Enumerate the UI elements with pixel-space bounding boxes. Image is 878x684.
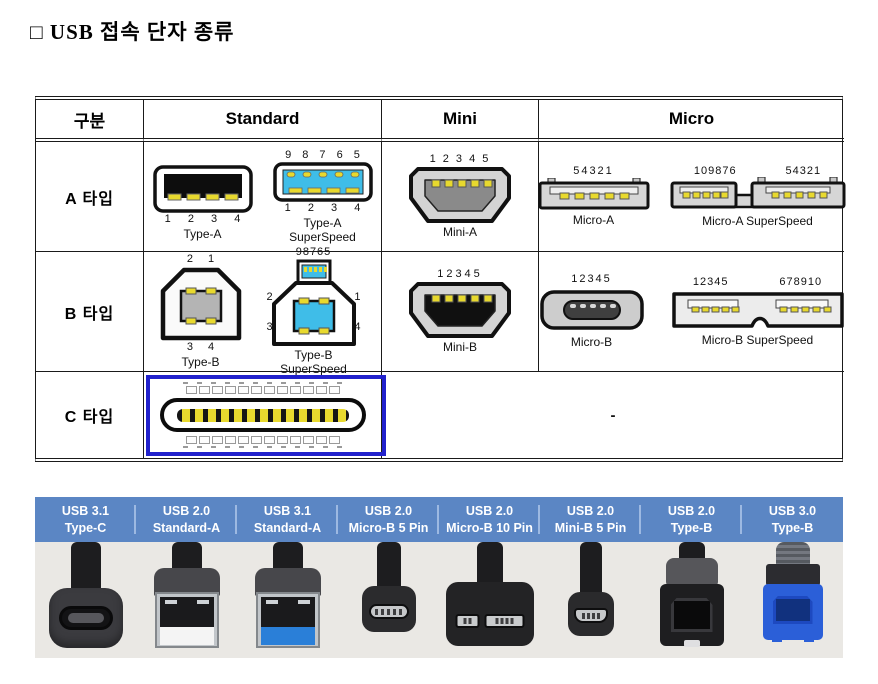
mini-a-drawing xyxy=(409,167,511,224)
banner-item-micro-b-5pin: USB 2.0 Micro-B 5 Pin xyxy=(338,497,439,542)
cell-a-mini: 1 2 3 4 5 Mini-A xyxy=(382,142,539,252)
type-a-drawing xyxy=(152,165,253,213)
cell-c-standard xyxy=(144,372,386,458)
photo-type-b-20 xyxy=(641,542,742,658)
micro-a-superspeed-drawing xyxy=(670,176,845,209)
photo-standard-a-20 xyxy=(136,542,237,658)
micro-b-diagram: 12345 Micro-B xyxy=(536,273,648,350)
type-b-ss-pin-3: 3 xyxy=(266,321,273,334)
type-a-superspeed-drawing xyxy=(272,161,373,202)
table-header-mini: Mini xyxy=(382,100,539,142)
type-b-ss-pin-1: 1 xyxy=(354,291,361,304)
micro-a-ss-pin-numbers: 109876 54321 xyxy=(693,164,822,177)
cell-b-mini: 12345 Mini-B xyxy=(382,252,539,372)
cell-b-micro: 12345 Micro-B 12345 678910 xyxy=(539,252,844,372)
micro-a-caption: Micro-A xyxy=(572,213,615,228)
photo-standard-a-31 xyxy=(237,542,338,658)
banner-item-type-b-20: USB 2.0 Type-B xyxy=(641,497,742,542)
usb-infographic: USB 3.1 Type-C USB 2.0 Standard-A USB 3.… xyxy=(35,497,843,658)
micro-b-superspeed-diagram: 12345 678910 xyxy=(668,276,848,348)
banner-item-mini-b-5pin: USB 2.0 Mini-B 5 Pin xyxy=(540,497,641,542)
photo-type-b-30 xyxy=(742,542,843,658)
type-a-diagram: 1 2 3 4 Type-A xyxy=(152,165,253,242)
connector-photo-strip xyxy=(35,542,843,658)
micro-b-caption: Micro-B xyxy=(570,335,613,350)
micro-b-ss-caption: Micro-B SuperSpeed xyxy=(701,332,814,347)
type-a-pin-numbers: 1 2 3 4 xyxy=(164,213,241,225)
table-header-category: 구분 xyxy=(36,100,144,142)
photo-micro-b-10pin xyxy=(439,542,540,658)
micro-b-ss-pin-numbers: 12345 678910 xyxy=(692,275,823,288)
micro-b-drawing xyxy=(539,290,644,330)
type-b-diagram: 2 1 3 4 Type-B xyxy=(160,253,242,369)
type-b-drawing xyxy=(160,267,241,340)
type-a-superspeed-diagram: 9 8 7 6 5 1 2 3 4 Type-A xyxy=(272,148,373,245)
type-a-ss-pin-numbers-bottom: 1 2 3 4 xyxy=(284,201,361,214)
mini-b-caption: Mini-B xyxy=(442,340,477,355)
mini-a-pin-numbers: 1 2 3 4 5 xyxy=(429,153,491,165)
row-c-label: C 타입 xyxy=(36,372,144,458)
cell-a-micro: 54321 Micro-A 109876 54321 xyxy=(538,142,846,252)
type-c-bottom-pin-boxes xyxy=(185,436,340,444)
photo-type-c xyxy=(35,542,136,658)
micro-a-diagram: 54321 Micro-A xyxy=(538,165,650,228)
photo-mini-b-5pin xyxy=(540,542,641,658)
row-a-label: A 타입 xyxy=(36,142,144,252)
table-header-micro: Micro xyxy=(539,100,844,142)
type-b-ss-pin-2: 2 xyxy=(266,291,273,304)
banner-item-micro-b-10pin: USB 2.0 Micro-B 10 Pin xyxy=(439,497,540,542)
type-b-pin-numbers-bottom: 3 4 xyxy=(186,340,215,353)
type-c-top-marks xyxy=(183,382,342,384)
banner-item-type-b-30: USB 3.0 Type-B xyxy=(768,503,817,535)
usb-connector-table: 구분 Standard Mini Micro A 타입 1 2 3 4 Type… xyxy=(35,96,846,462)
type-b-ss-pin-numbers-top: 98765 xyxy=(295,246,332,259)
mini-a-caption: Mini-A xyxy=(442,225,477,240)
type-b-ss-caption: Type-B SuperSpeed xyxy=(280,348,347,377)
type-a-ss-caption: Type-A SuperSpeed xyxy=(289,215,356,244)
type-c-diagram xyxy=(159,382,366,448)
photo-micro-b-5pin xyxy=(338,542,439,658)
row-b-label: B 타입 xyxy=(36,252,144,372)
mini-a-diagram: 1 2 3 4 5 Mini-A xyxy=(408,153,512,240)
micro-a-superspeed-diagram: 109876 54321 xyxy=(670,165,846,229)
mini-b-pin-numbers: 12345 xyxy=(437,268,483,280)
cell-c-mini-micro-merged: - xyxy=(610,406,616,424)
table-header-standard: Standard xyxy=(144,100,382,142)
banner-item-standard-a-20: USB 2.0 Standard-A xyxy=(136,497,237,542)
micro-a-ss-caption: Micro-A SuperSpeed xyxy=(702,213,813,228)
banner-item-standard-a-31: USB 3.1 Standard-A xyxy=(237,497,338,542)
type-b-ss-pin-4: 4 xyxy=(354,321,361,334)
type-b-superspeed-diagram: 98765 xyxy=(262,246,366,377)
micro-a-pin-numbers: 54321 xyxy=(573,165,614,177)
cell-a-standard: 1 2 3 4 Type-A 9 8 7 6 5 xyxy=(144,142,382,252)
mini-b-drawing xyxy=(409,282,511,339)
type-c-top-pin-boxes xyxy=(185,386,340,394)
type-a-ss-pin-numbers-top: 9 8 7 6 5 xyxy=(285,148,360,161)
page-title: □ USB 접속 단자 종류 xyxy=(30,20,235,44)
infographic-banner: USB 3.1 Type-C USB 2.0 Standard-A USB 3.… xyxy=(35,497,843,542)
micro-b-superspeed-drawing xyxy=(671,291,844,328)
type-b-caption: Type-B xyxy=(181,354,220,369)
type-a-caption: Type-A xyxy=(183,227,222,242)
type-b-ss-drawing-wrap: 2 1 3 4 xyxy=(262,259,366,347)
mini-b-diagram: 12345 Mini-B xyxy=(408,268,512,355)
micro-a-drawing xyxy=(538,178,649,210)
micro-b-pin-numbers: 12345 xyxy=(571,273,612,285)
type-c-bottom-marks xyxy=(183,446,342,448)
type-b-superspeed-drawing xyxy=(271,259,356,347)
banner-item-type-c: USB 3.1 Type-C xyxy=(35,497,136,542)
type-c-drawing xyxy=(159,398,366,432)
cell-b-standard: 2 1 3 4 Type-B 98765 xyxy=(144,246,382,376)
type-b-pin-numbers-top: 2 1 xyxy=(186,253,215,266)
